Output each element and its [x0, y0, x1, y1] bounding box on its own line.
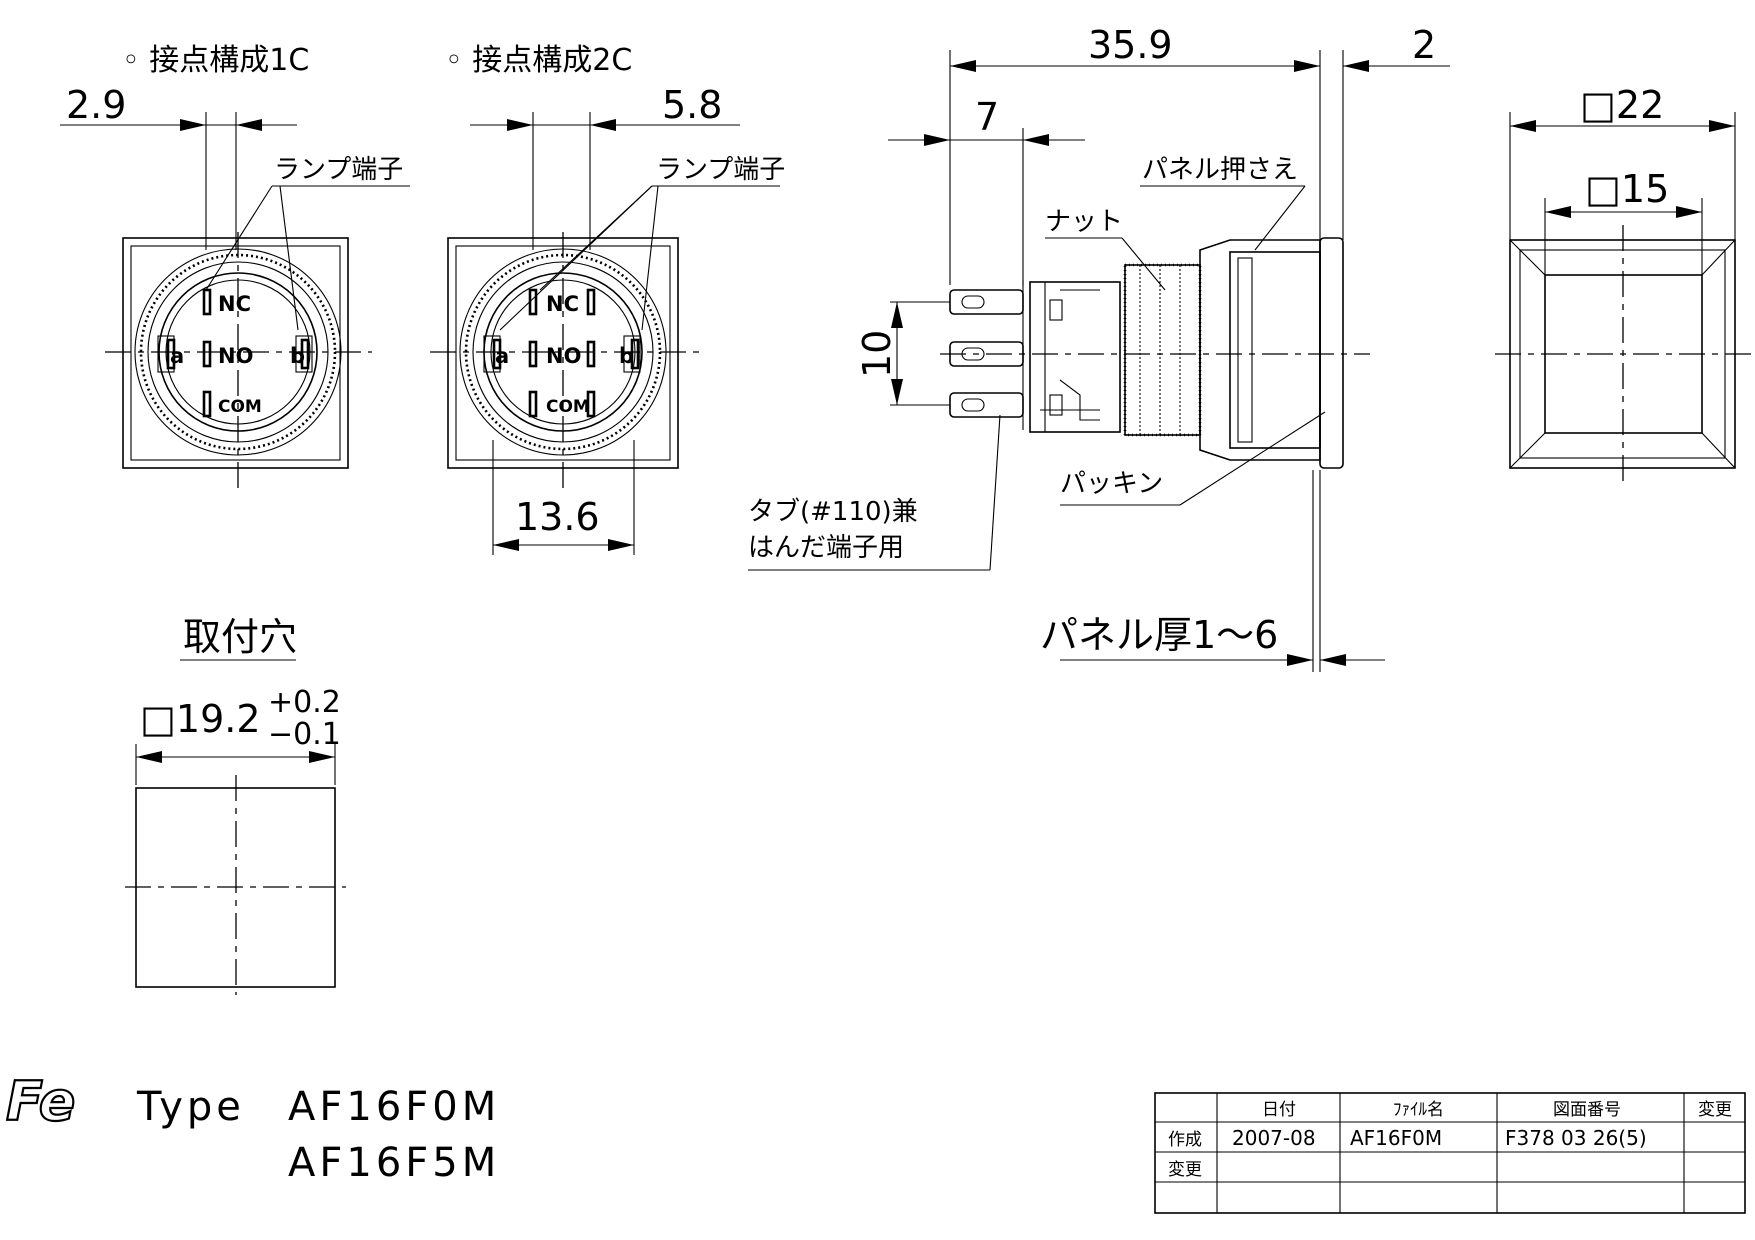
front-2c-terminal-no: NO — [546, 344, 581, 368]
side-dim-length: 35.9 — [1088, 23, 1173, 67]
mounting-hole-view: 取付穴 □19.2 +0.2 −0.1 — [125, 615, 346, 995]
side-label-nut: ナット — [1045, 207, 1123, 237]
front-1c-terminal-no: NO — [218, 344, 253, 368]
tb-row1-date: 2007-08 — [1232, 1126, 1316, 1150]
front-2c-terminal-b: b — [619, 344, 634, 368]
front-1c-dim-offset: 2.9 — [66, 83, 126, 127]
front-2c-title: ◦ 接点構成2C — [445, 43, 632, 78]
front-view-1c: ◦ 接点構成1C 2.9 ランプ端子 NC NO COM a b — [60, 43, 410, 488]
front-view-2c: ◦ 接点構成2C 5.8 ランプ端子 NC NO COM — [430, 43, 785, 555]
side-label-tab-2: はんだ端子用 — [748, 533, 904, 563]
type-prefix: Type — [136, 1084, 245, 1130]
face-dim-outer: □22 — [1580, 83, 1664, 127]
side-label-packing: パッキン — [1060, 469, 1163, 499]
fe-logo-text: Fe — [6, 1070, 75, 1133]
front-1c-terminal-com: COM — [218, 397, 262, 417]
front-2c-dim-offset: 5.8 — [662, 83, 722, 127]
side-dim-flange: 2 — [1412, 23, 1436, 67]
cutout-title: 取付穴 — [183, 615, 297, 659]
tb-header-date: 日付 — [1262, 1100, 1296, 1120]
tb-row2-label: 変更 — [1168, 1160, 1202, 1180]
cutout-dim-main: □19.2 — [140, 697, 261, 741]
front-1c-title: ◦ 接点構成1C — [122, 43, 309, 78]
fe-logo: Fe — [5, 1069, 77, 1134]
type-block: Type AF16F0M AF16F5M — [136, 1084, 500, 1186]
tb-header-change: 変更 — [1698, 1100, 1732, 1120]
front-2c-dim-width: 13.6 — [515, 495, 600, 539]
tb-row1-drawing-no: F378 03 26(5) — [1505, 1126, 1647, 1150]
front-2c-lamp-label: ランプ端子 — [656, 155, 785, 185]
front-2c-terminal-a: a — [495, 344, 509, 368]
tb-row1-file: AF16F0M — [1350, 1126, 1442, 1150]
front-1c-lamp-label: ランプ端子 — [274, 155, 403, 185]
front-1c-terminal-nc: NC — [218, 292, 251, 316]
side-dim-terminal: 7 — [975, 95, 999, 139]
side-dim-pitch: 10 — [855, 330, 899, 378]
front-1c-terminal-b: b — [290, 344, 305, 368]
type-model-1: AF16F0M — [288, 1084, 500, 1130]
side-label-panel-clamp: パネル押さえ — [1142, 155, 1298, 185]
cutout-tol-minus: −0.1 — [268, 717, 341, 752]
face-view: □22 □15 — [1495, 83, 1752, 485]
tb-header-drawing-no: 図面番号 — [1553, 1100, 1621, 1120]
cutout-tol-plus: +0.2 — [268, 685, 341, 720]
title-block: 日付 ﾌｧｲﾙ名 図面番号 変更 作成 2007-08 AF16F0M F378… — [1154, 1092, 1746, 1214]
tb-row1-label: 作成 — [1168, 1130, 1202, 1150]
side-label-panel-thickness: パネル厚1～6 — [1040, 613, 1278, 657]
side-view: 35.9 2 7 10 — [748, 23, 1450, 672]
front-2c-terminal-com: COM — [546, 397, 590, 417]
front-1c-terminal-a: a — [170, 344, 184, 368]
face-dim-inner: □15 — [1585, 167, 1669, 211]
type-model-2: AF16F5M — [288, 1140, 500, 1186]
side-label-tab-1: タブ(#110)兼 — [748, 497, 918, 527]
tb-header-file: ﾌｧｲﾙ名 — [1393, 1100, 1444, 1120]
